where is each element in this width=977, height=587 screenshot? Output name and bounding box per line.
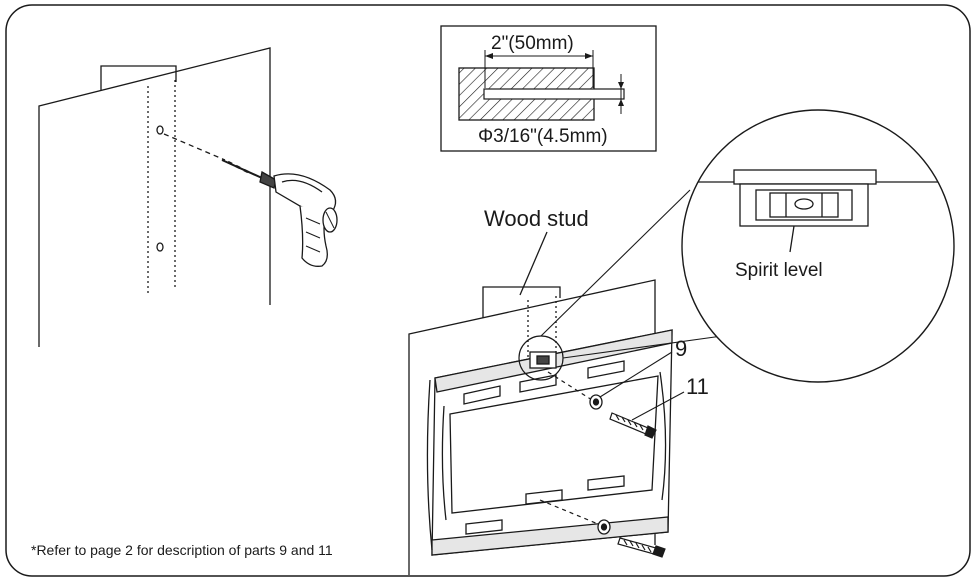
magnifier-line — [562, 335, 723, 359]
spirit-level-label: Spirit level — [735, 260, 823, 281]
washer-icon — [597, 519, 611, 535]
pilot-hole — [156, 125, 164, 135]
part-11-leader — [631, 391, 685, 421]
dimension-diameter-label: Φ3/16"(4.5mm) — [478, 126, 608, 147]
lag-screw-icon — [609, 412, 657, 439]
dimension-width-label: 2"(50mm) — [491, 33, 574, 54]
lag-screw-icon — [617, 537, 666, 558]
screw-path-top — [547, 371, 593, 401]
drill-path — [163, 133, 226, 161]
magnifier-line — [540, 189, 691, 337]
washer-icon — [589, 394, 603, 410]
part-11-label: 11 — [686, 374, 709, 399]
footnote-text: *Refer to page 2 for description of part… — [31, 542, 333, 558]
detail-box — [440, 25, 657, 152]
stud-top — [100, 65, 177, 90]
stud-top — [482, 286, 561, 318]
screw-path-bottom — [539, 499, 599, 525]
hole-dimension-detail: 2"(50mm) Φ3/16"(4.5mm) — [440, 25, 657, 152]
wall-drilling-scene — [38, 47, 271, 347]
spirit-level-icon — [733, 169, 877, 227]
spirit-level-magnifier — [681, 109, 955, 383]
wood-stud-label: Wood stud — [484, 206, 589, 231]
wood-stud-leader — [519, 231, 548, 296]
pilot-hole — [156, 242, 164, 252]
drill-icon — [221, 159, 338, 267]
wall-bracket — [426, 329, 673, 556]
drilled-hole — [483, 88, 625, 100]
wall-panel — [38, 47, 271, 347]
outer-frame — [5, 4, 971, 577]
part-9-leader — [599, 351, 673, 398]
part-9-label: 9 — [675, 336, 687, 361]
